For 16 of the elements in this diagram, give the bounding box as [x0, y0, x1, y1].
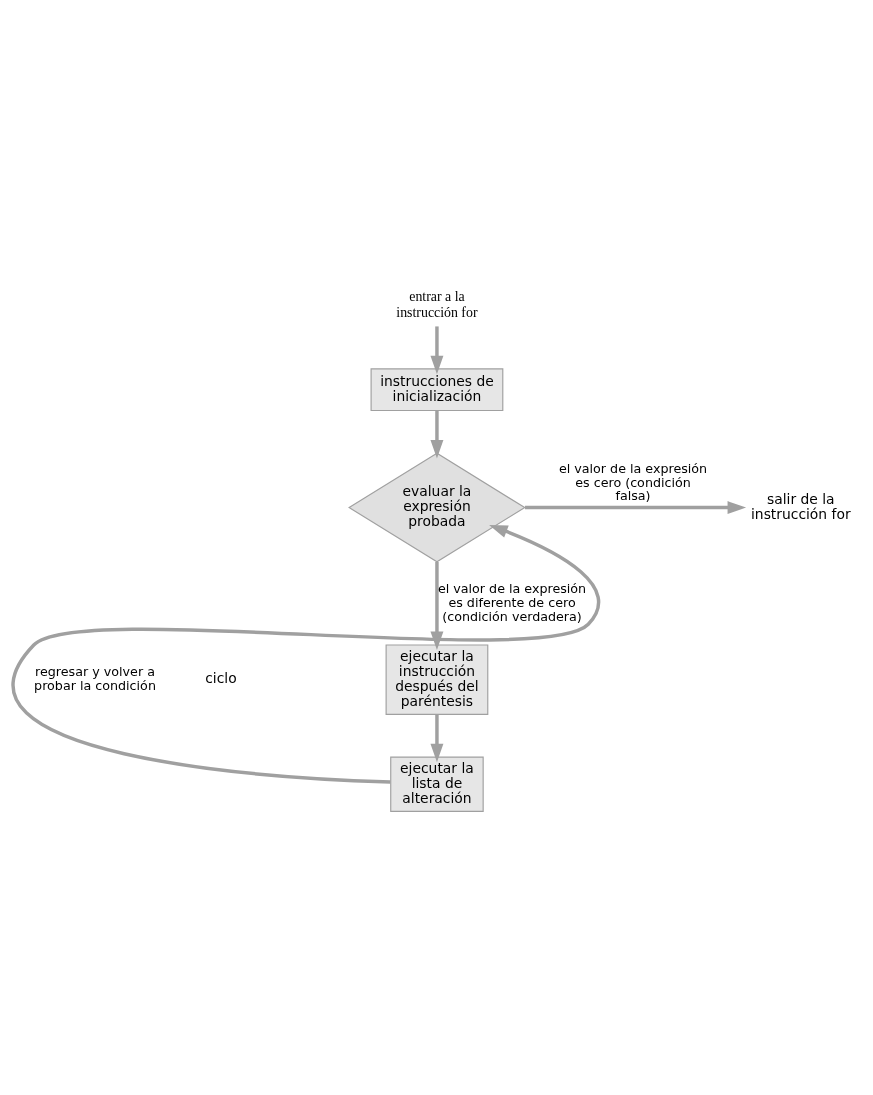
edge-label: regresar y volver a probar la condición — [34, 663, 156, 693]
arrow — [430, 325, 444, 374]
arrow — [525, 500, 747, 514]
edge-label: el valor de la expresión es diferente de cero (condición verdadera) — [437, 580, 587, 624]
arrow — [430, 714, 444, 762]
node-diamond: evaluar la expresión probada — [348, 452, 526, 563]
arrow — [430, 561, 444, 650]
node-box: instrucciones de inicialización — [370, 367, 504, 411]
edge-label: el valor de la expresión es cero (condición falsa) — [558, 460, 708, 503]
node-text: entrar a la instrucción for — [396, 288, 478, 319]
node-box: ejecutar la instrucción después del paréntesis — [385, 643, 489, 715]
arrow — [430, 410, 444, 459]
arrow — [12, 524, 600, 784]
label: ciclo — [205, 669, 237, 686]
node-box: ejecutar la lista de alteración — [390, 756, 484, 812]
node-text: salir de la instrucción for — [751, 490, 851, 522]
